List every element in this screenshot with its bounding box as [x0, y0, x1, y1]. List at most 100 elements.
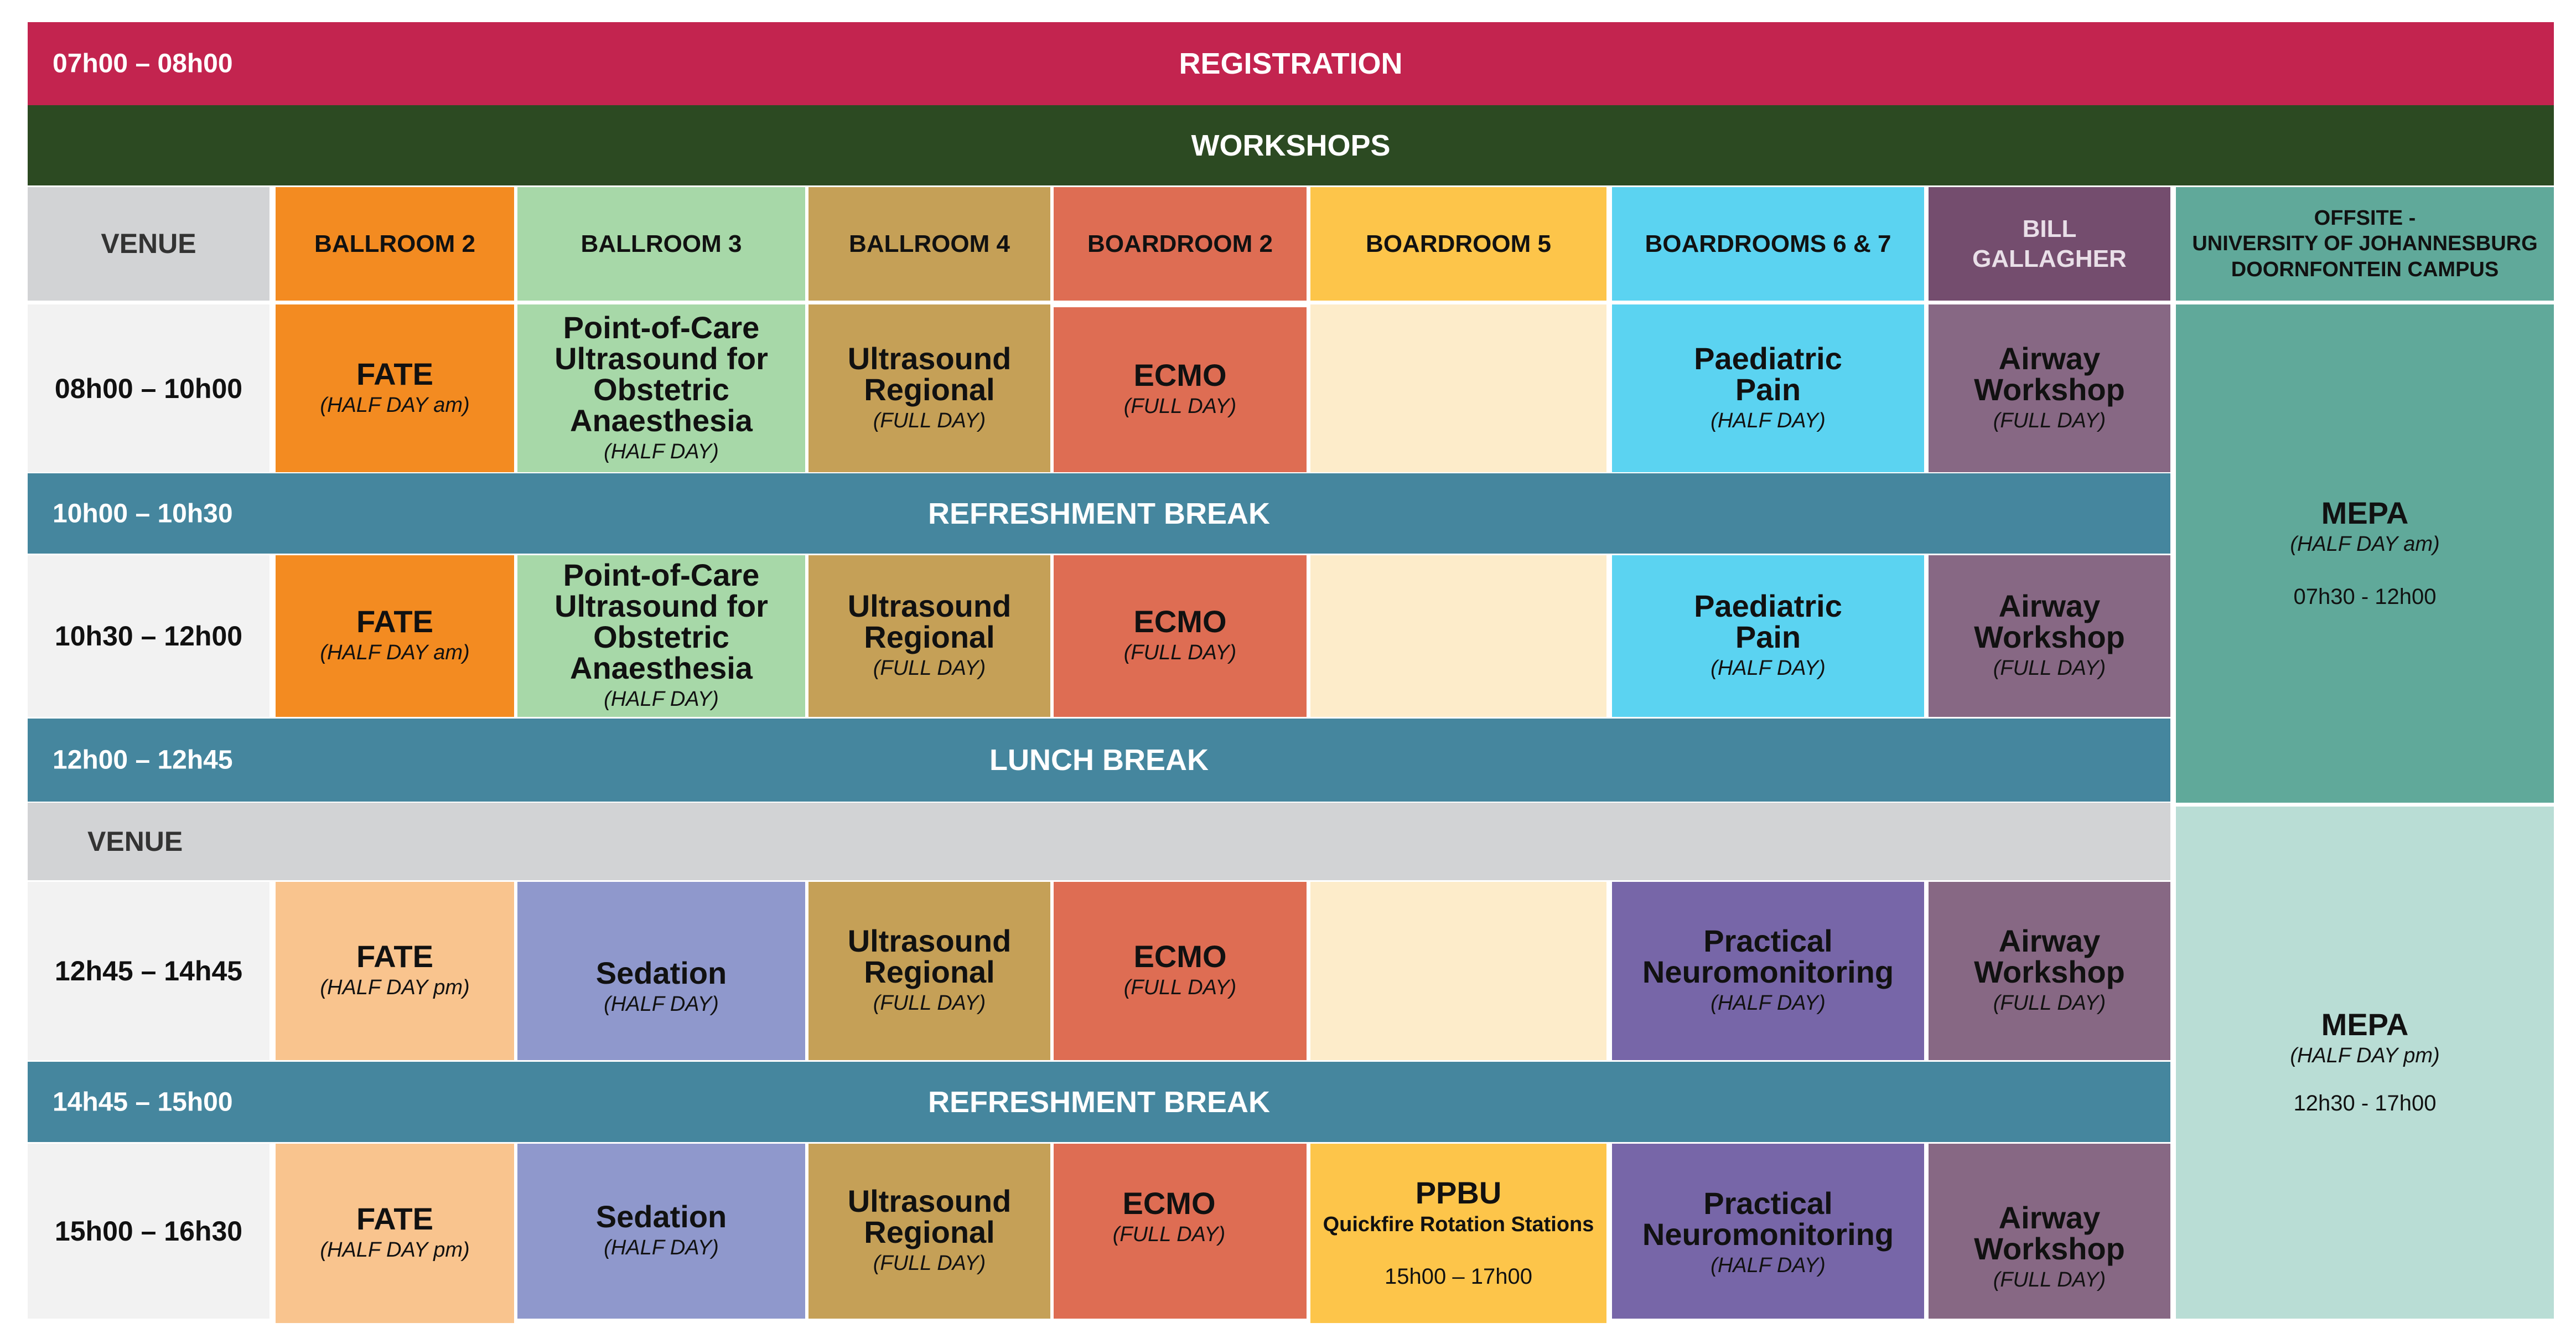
- session-ultrasound-4: Ultrasound Regional (FULL DAY): [808, 1144, 1050, 1319]
- session-title: Airway Workshop: [1974, 588, 2125, 655]
- venue-offsite-label: OFFSITE - UNIVERSITY OF JOHANNESBURG DOO…: [2192, 206, 2538, 281]
- session-title: PPBU: [1415, 1175, 1502, 1210]
- venue-boardrooms-6-7: BOARDROOMS 6 & 7: [1612, 187, 1924, 301]
- session-ultrasound-1: Ultrasound Regional (FULL DAY): [808, 304, 1050, 472]
- session-ecmo-4: ECMO (FULL DAY): [1054, 1144, 1307, 1319]
- session-sedation-3: Sedation (HALF DAY): [517, 882, 805, 1060]
- time-slot-1: 08h00 – 10h00: [28, 304, 269, 472]
- session-title: Point-of-Care Ultrasound for Obstetric A…: [554, 557, 768, 686]
- venue-header: VENUE: [28, 187, 269, 301]
- session-boardroom5-empty-3: [1310, 882, 1606, 1060]
- registration-band: 07h00 – 08h00 REGISTRATION: [28, 22, 2554, 105]
- session-title: Ultrasound Regional: [847, 1184, 1012, 1250]
- session-fate-am-1: FATE (HALF DAY am): [276, 304, 514, 472]
- session-title: ECMO: [1122, 1186, 1216, 1221]
- session-duration: (HALF DAY): [1711, 657, 1826, 680]
- session-title: Airway Workshop: [1974, 340, 2125, 407]
- session-duration: (HALF DAY): [604, 688, 719, 711]
- session-title: Paediatric Pain: [1694, 340, 1842, 407]
- session-boardroom5-empty-1: [1310, 304, 1606, 472]
- venue-ballroom-3: BALLROOM 3: [517, 187, 805, 301]
- session-title: MEPA: [2321, 1007, 2409, 1042]
- venue-bill-gallagher: BILL GALLAGHER: [1929, 187, 2170, 301]
- session-duration: (FULL DAY): [1123, 976, 1237, 1000]
- session-fate-pm-3: FATE (HALF DAY pm): [276, 882, 514, 1060]
- session-pocus-2: Point-of-Care Ultrasound for Obstetric A…: [517, 555, 805, 717]
- session-time: 07h30 - 12h00: [2293, 585, 2437, 609]
- session-neuro-4: Practical Neuromonitoring (HALF DAY): [1612, 1144, 1924, 1319]
- session-title: Paediatric Pain: [1694, 588, 1842, 655]
- break-label: REFRESHMENT BREAK: [927, 497, 1271, 530]
- venue-row-2-label: VENUE: [87, 826, 183, 857]
- session-ecmo-1: ECMO (FULL DAY): [1054, 307, 1307, 472]
- venue-offsite: OFFSITE - UNIVERSITY OF JOHANNESBURG DOO…: [2176, 187, 2554, 301]
- venue-header-label: VENUE: [101, 228, 196, 259]
- time-slot-2-label: 10h30 – 12h00: [54, 621, 243, 652]
- session-duration: (HALF DAY pm): [320, 976, 470, 1000]
- session-duration: (HALF DAY pm): [320, 1238, 470, 1262]
- venue-ballroom-2: BALLROOM 2: [276, 187, 514, 301]
- venue-boardroom-2: BOARDROOM 2: [1054, 187, 1307, 301]
- time-slot-3: 12h45 – 14h45: [28, 882, 269, 1060]
- session-ecmo-3: ECMO (FULL DAY): [1054, 882, 1307, 1060]
- session-title: Airway Workshop: [1974, 923, 2125, 990]
- venue-row-2: VENUE: [28, 803, 2170, 880]
- session-time: 15h00 – 17h00: [1385, 1264, 1532, 1289]
- registration-label: REGISTRATION: [1179, 47, 1403, 80]
- session-title: Ultrasound Regional: [847, 340, 1012, 407]
- venue-ballroom-3-label: BALLROOM 3: [580, 230, 742, 257]
- session-title: Practical Neuromonitoring: [1642, 1186, 1894, 1252]
- break-label: LUNCH BREAK: [989, 743, 1209, 777]
- session-duration: (FULL DAY): [1993, 409, 2106, 432]
- session-title: Sedation: [595, 955, 727, 991]
- refreshment-break-2: 14h45 – 15h00 REFRESHMENT BREAK: [28, 1062, 2170, 1142]
- session-title: Ultrasound Regional: [847, 588, 1012, 655]
- session-ppbu-4: PPBU Quickfire Rotation Stations 15h00 –…: [1310, 1144, 1606, 1323]
- session-title: FATE: [356, 939, 433, 974]
- session-fate-am-2: FATE (HALF DAY am): [276, 555, 514, 717]
- session-subtitle: Quickfire Rotation Stations: [1323, 1213, 1594, 1236]
- session-title: ECMO: [1133, 939, 1227, 974]
- session-time: 12h30 - 17h00: [2293, 1091, 2437, 1115]
- refreshment-break-1: 10h00 – 10h30 REFRESHMENT BREAK: [28, 473, 2170, 554]
- lunch-break: 12h00 – 12h45 LUNCH BREAK: [28, 719, 2170, 802]
- session-title: ECMO: [1133, 358, 1227, 393]
- session-duration: (HALF DAY): [604, 993, 719, 1016]
- session-title: MEPA: [2321, 495, 2409, 530]
- break-time: 10h00 – 10h30: [53, 499, 233, 528]
- session-title: Airway Workshop: [1974, 1200, 2125, 1267]
- venue-ballroom-4-label: BALLROOM 4: [849, 230, 1010, 257]
- session-airway-4: Airway Workshop (FULL DAY): [1929, 1144, 2170, 1319]
- venue-ballroom-2-label: BALLROOM 2: [314, 230, 475, 257]
- session-title: Sedation: [595, 1199, 727, 1234]
- session-duration: (HALF DAY am): [320, 393, 470, 417]
- session-ultrasound-2: Ultrasound Regional (FULL DAY): [808, 555, 1050, 717]
- session-duration: (HALF DAY pm): [2290, 1044, 2440, 1068]
- time-slot-3-label: 12h45 – 14h45: [54, 955, 243, 986]
- session-duration: (FULL DAY): [1993, 657, 2106, 680]
- session-duration: (FULL DAY): [1123, 395, 1237, 419]
- break-time: 12h00 – 12h45: [53, 745, 233, 775]
- session-ecmo-2: ECMO (FULL DAY): [1054, 555, 1307, 717]
- session-duration: (FULL DAY): [1123, 641, 1237, 665]
- session-sedation-4: Sedation (HALF DAY): [517, 1144, 805, 1319]
- session-ultrasound-3: Ultrasound Regional (FULL DAY): [808, 882, 1050, 1060]
- session-boardroom5-empty-2: [1310, 555, 1606, 717]
- session-neuro-3: Practical Neuromonitoring (HALF DAY): [1612, 882, 1924, 1060]
- workshops-band: WORKSHOPS: [28, 105, 2554, 185]
- session-pocus-1: Point-of-Care Ultrasound for Obstetric A…: [517, 304, 805, 472]
- session-mepa-am: MEPA (HALF DAY am) 07h30 - 12h00: [2176, 304, 2554, 803]
- venue-boardroom-5-label: BOARDROOM 5: [1366, 230, 1551, 257]
- break-time: 14h45 – 15h00: [53, 1087, 233, 1117]
- session-paeds-1: Paediatric Pain (HALF DAY): [1612, 304, 1924, 472]
- session-title: Ultrasound Regional: [847, 923, 1012, 990]
- session-duration: (HALF DAY): [604, 440, 719, 463]
- time-slot-4-label: 15h00 – 16h30: [54, 1216, 243, 1247]
- session-airway-2: Airway Workshop (FULL DAY): [1929, 555, 2170, 717]
- session-duration: (FULL DAY): [873, 409, 986, 432]
- session-duration: (HALF DAY): [1711, 409, 1826, 432]
- venue-ballroom-4: BALLROOM 4: [808, 187, 1050, 301]
- session-paeds-2: Paediatric Pain (HALF DAY): [1612, 555, 1924, 717]
- time-slot-1-label: 08h00 – 10h00: [54, 373, 243, 404]
- registration-time: 07h00 – 08h00: [53, 49, 233, 79]
